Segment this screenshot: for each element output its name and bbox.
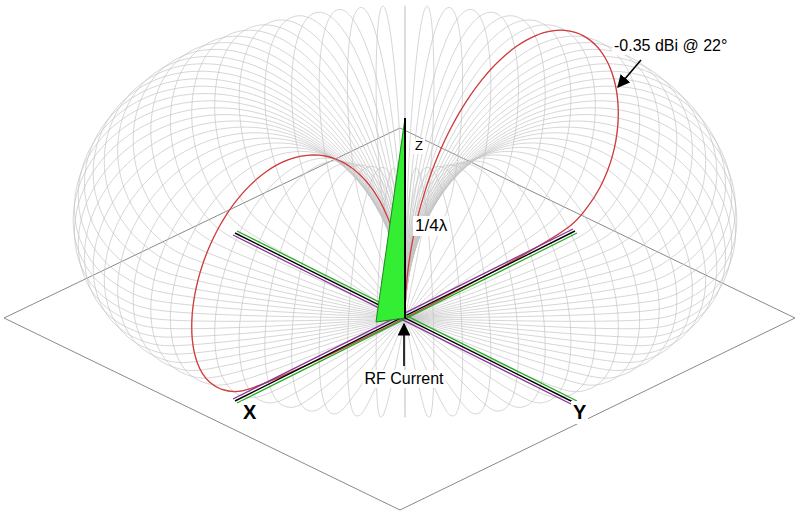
length-label: 1/4λ	[413, 216, 449, 236]
axis-line	[237, 231, 577, 401]
pattern-meridian	[78, 86, 405, 318]
current-distribution	[376, 118, 405, 322]
pattern-meridian	[192, 155, 405, 392]
pattern-meridian	[73, 101, 405, 318]
pattern-meridian	[405, 16, 545, 318]
feed-label: RF Current	[362, 370, 445, 388]
pattern-meridian	[405, 158, 595, 398]
peak-gain-cut	[192, 155, 405, 392]
axis-label: Y	[571, 401, 588, 424]
peak-gain-cut	[405, 30, 618, 318]
pattern-meridian	[405, 64, 706, 318]
pattern-meridian	[405, 25, 595, 318]
pattern-meridian	[133, 49, 405, 318]
pattern-meridian	[118, 138, 405, 362]
pattern-wireframe	[73, 6, 737, 417]
pattern-meridian	[405, 138, 692, 362]
pattern-meridian	[192, 30, 405, 318]
pattern-meridian	[405, 94, 736, 318]
monopole-mast	[404, 118, 406, 318]
pattern-meridian	[151, 43, 405, 318]
pattern-meridian	[84, 79, 405, 318]
leader-line	[403, 324, 405, 366]
pattern-meridian	[104, 64, 405, 318]
pattern-meridian	[405, 151, 640, 385]
pattern-meridian	[405, 6, 406, 318]
pattern-meridian	[118, 56, 405, 318]
axis-label: Z	[413, 139, 425, 154]
pattern-meridian	[74, 94, 405, 318]
pattern-meridian	[405, 166, 491, 414]
axis-line	[237, 233, 577, 403]
leader-line	[618, 60, 641, 87]
axis-label: X	[241, 401, 258, 424]
pattern-meridian	[84, 121, 405, 337]
gain-annotation: -0.35 dBi @ 22°	[612, 37, 729, 55]
pattern-meridian	[405, 56, 692, 318]
pattern-meridian	[405, 127, 717, 346]
pattern-meridian	[405, 49, 677, 318]
